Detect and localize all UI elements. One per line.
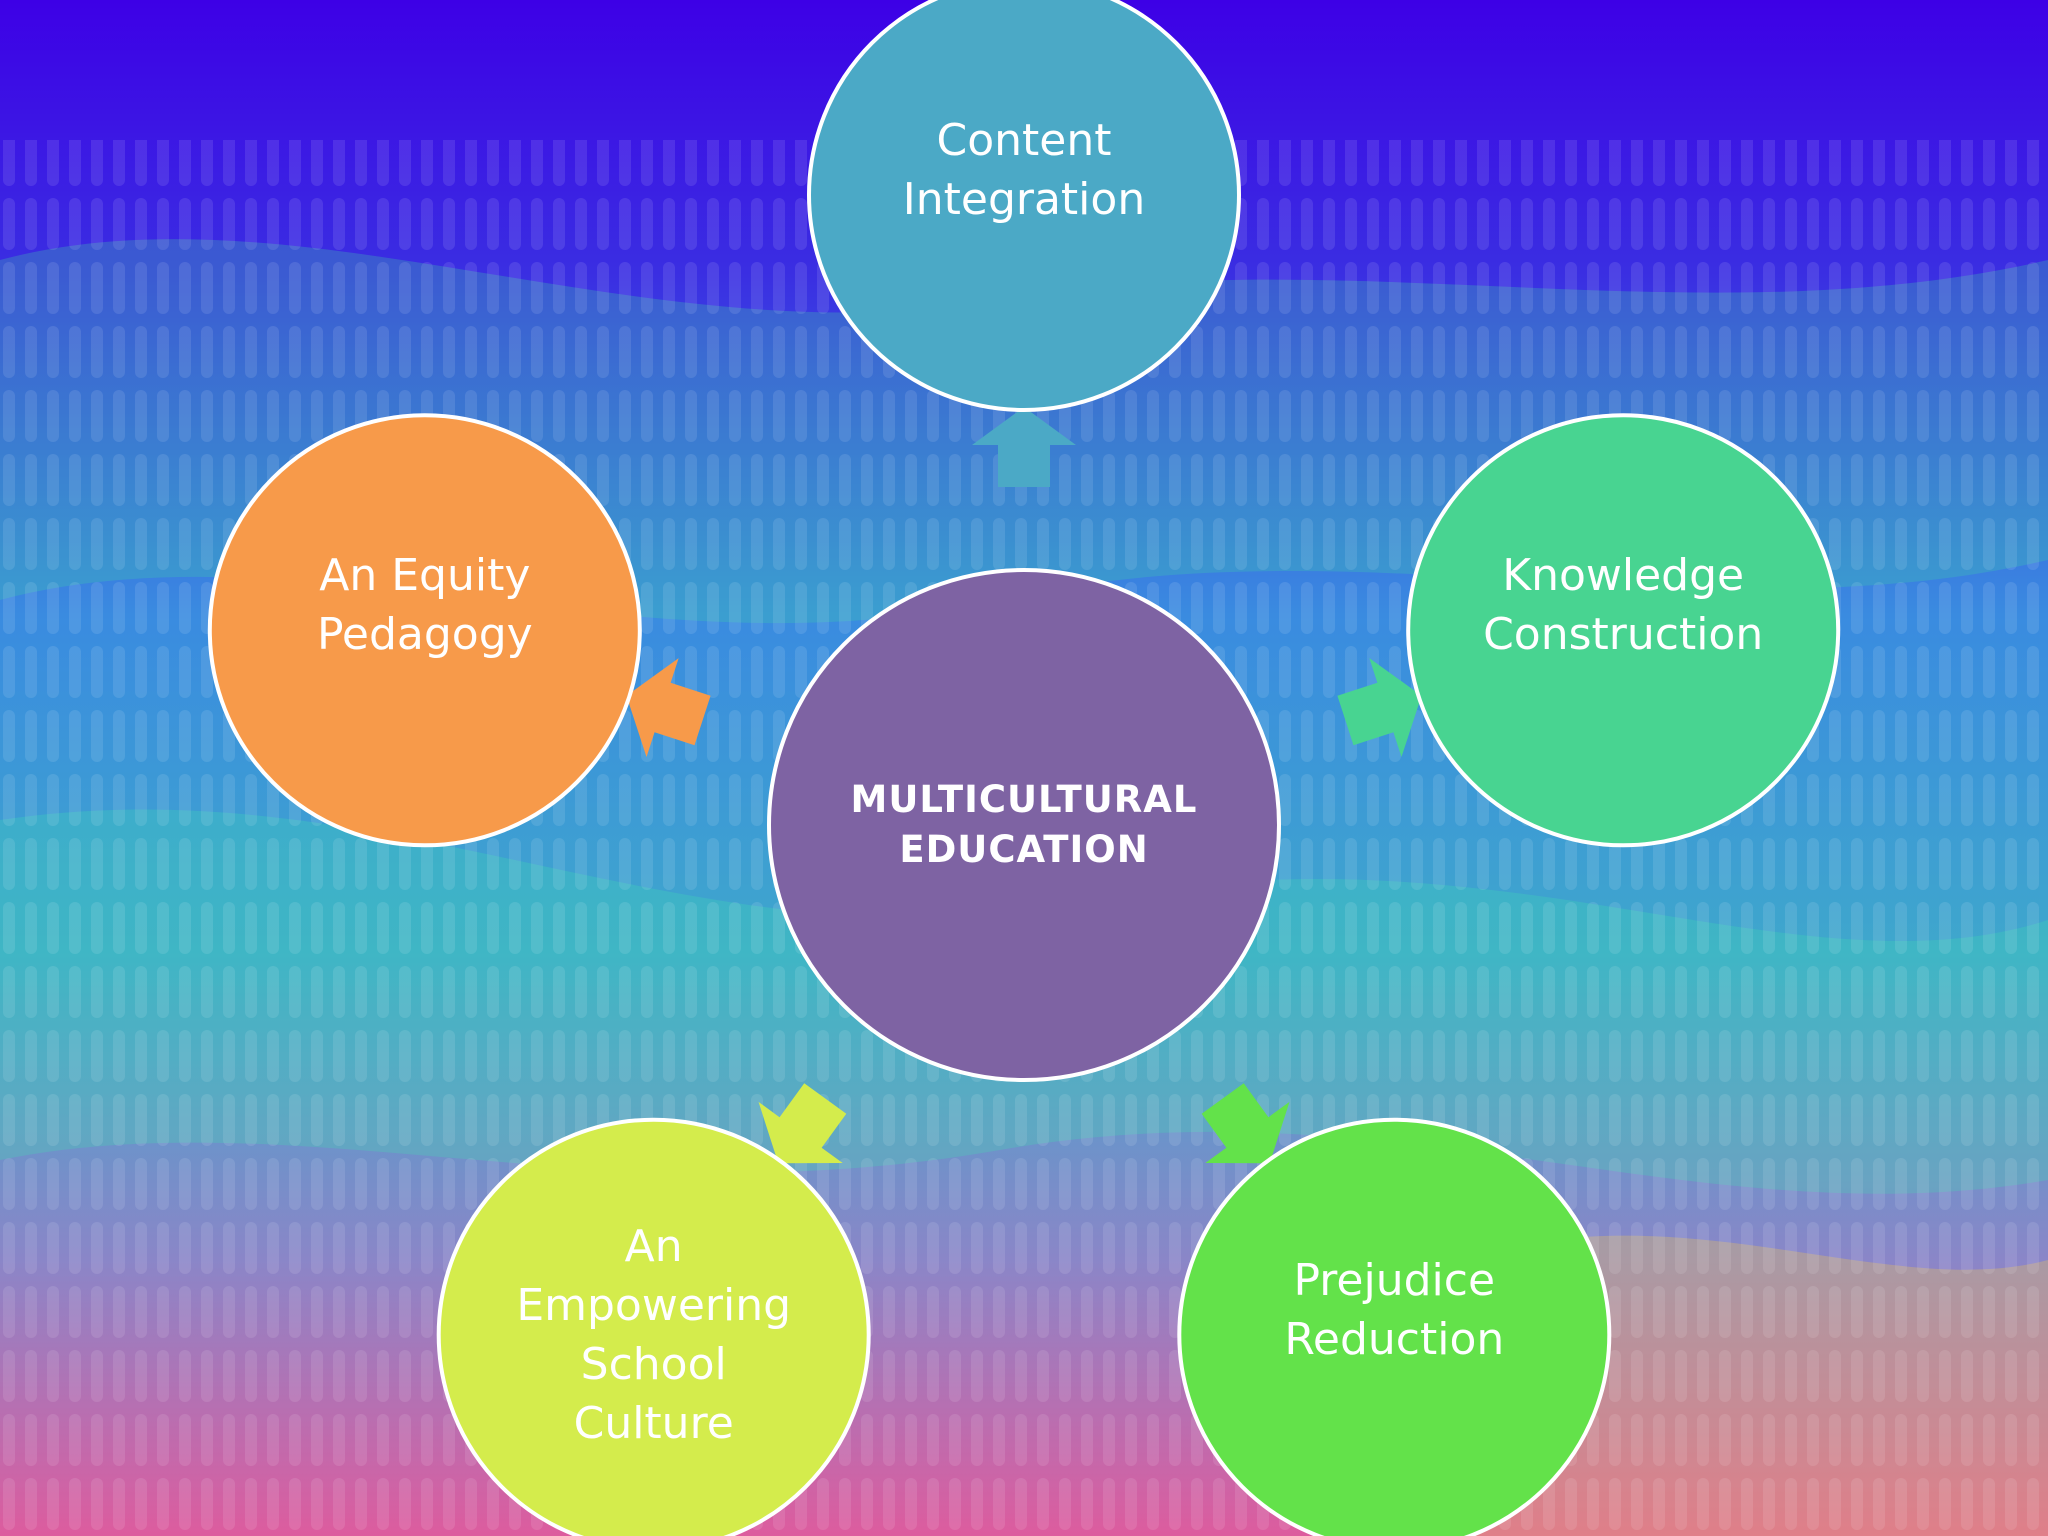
node-circle-knowledge-construction	[1406, 413, 1841, 848]
center-label: MULTICULTURAL EDUCATION	[850, 778, 1198, 871]
arrow-up-icon	[972, 407, 1076, 487]
node-label-content-integration: Content Integration	[902, 115, 1146, 225]
node-circle-equity-pedagogy	[207, 413, 642, 848]
arrow-left-icon	[626, 658, 711, 757]
center-circle	[767, 568, 1281, 1082]
arrow-down-right-icon	[1201, 1083, 1290, 1164]
node-circle-empowering-school-culture	[436, 1117, 871, 1536]
node-circle-content-integration	[807, 0, 1241, 412]
node-label-equity-pedagogy: An Equity Pedagogy	[316, 550, 533, 661]
node-label-prejudice-reduction: Prejudice Reduction	[1284, 1254, 1505, 1365]
arrow-right-icon	[1337, 658, 1422, 757]
node-label-empowering-school-culture: An Empowering School Culture	[516, 1220, 792, 1449]
arrow-down-left-icon	[758, 1083, 847, 1164]
node-circle-prejudice-reduction	[1177, 1117, 1612, 1536]
node-label-knowledge-construction: Knowledge Construction	[1483, 550, 1764, 661]
